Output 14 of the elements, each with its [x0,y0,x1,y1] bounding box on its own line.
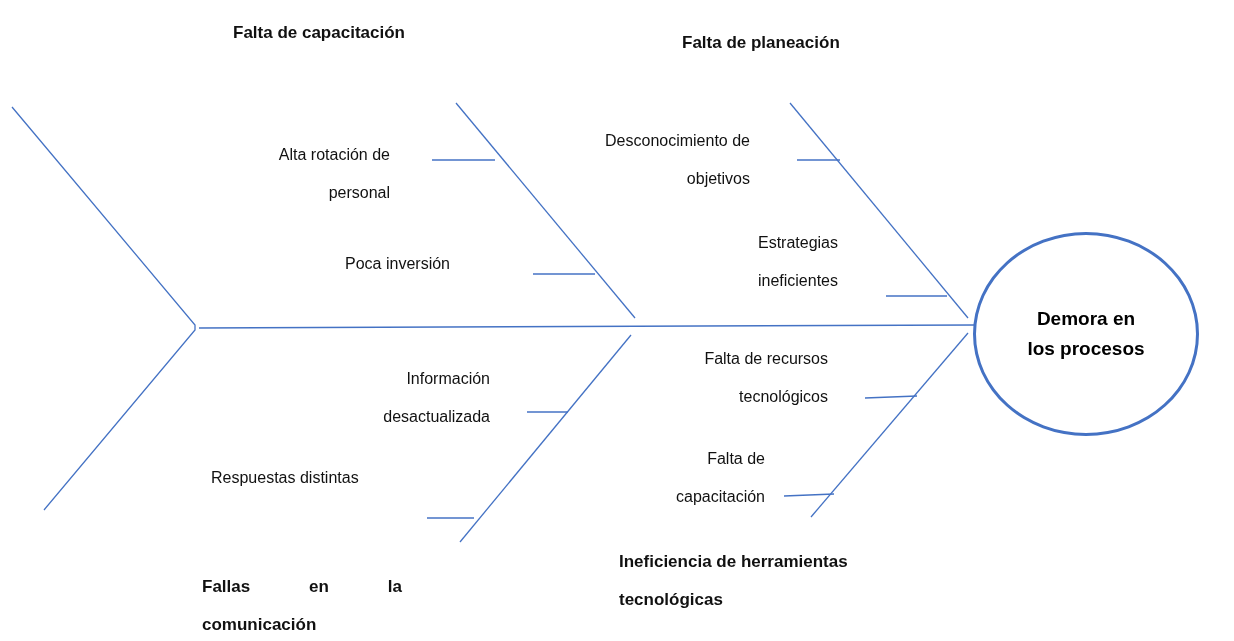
spine-line [198,324,976,329]
cause-label: Estrategias ineficientes [756,233,838,291]
category-heading: Falta de capacitación [233,22,406,44]
cause-label: Información desactualizada [382,369,490,427]
cause-label: Poca inversión [344,254,450,274]
effect-text: Demora en los procesos [1026,307,1146,361]
cause-label: Desconocimiento de objetivos [604,131,750,189]
category-heading: Fallas en la comunicación [202,576,402,636]
category-heading: Falta de planeación [682,32,841,54]
cause-label: Falta de recursos tecnológicos [703,349,828,407]
cause-label: Alta rotación de personal [277,145,390,203]
cause-label: Respuestas distintas [211,468,360,488]
category-heading: Ineficiencia de herramientas tecnológicas [619,551,849,611]
cause-label: Falta de capacitación [675,449,765,507]
